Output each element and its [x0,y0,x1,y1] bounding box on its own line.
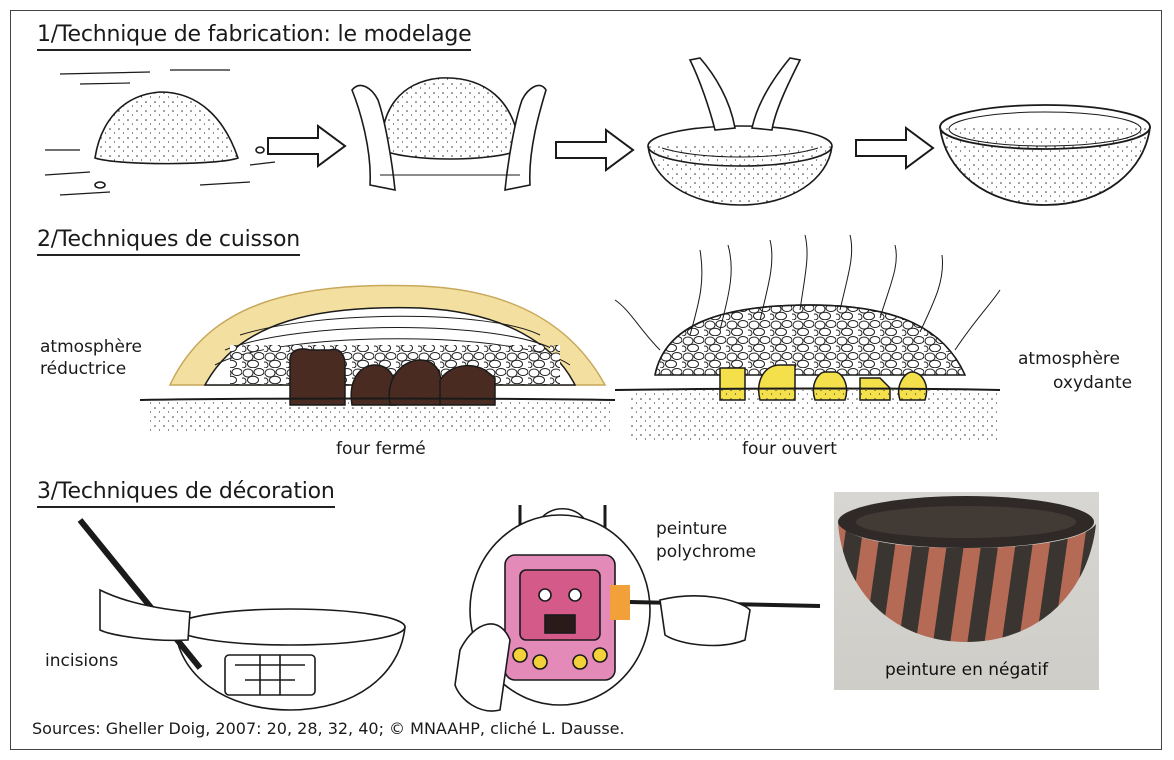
finished-bowl [940,105,1150,205]
arrow-1 [268,126,345,166]
hands-shaping-clay [352,78,546,190]
closed-kiln [140,285,615,432]
reducing-atmosphere-label-2: réductrice [40,358,126,380]
closed-kiln-caption: four fermé [336,438,426,460]
arrow-3 [856,128,933,168]
arrow-2 [556,130,633,170]
sources-footer: Sources: Gheller Doig, 2007: 20, 28, 32,… [32,719,625,738]
oxidizing-atmosphere-label: atmosphère [1018,348,1120,370]
incised-bowl [80,520,405,710]
clay-lump-on-ground [45,70,275,195]
open-kiln [615,235,1000,440]
painted-vessel-with-hand [455,505,820,711]
polychrome-paint-label-2: polychrome [656,541,756,563]
hands-thinning-bowl [648,58,832,205]
reducing-atmosphere-label: atmosphère [40,336,142,358]
negative-painted-bowl-photo: peinture en négatif [834,492,1099,690]
open-kiln-caption: four ouvert [742,438,837,460]
photo-caption: peinture en négatif [834,660,1099,680]
incisions-label: incisions [45,650,118,672]
polychrome-paint-label: peinture [656,518,727,540]
oxidizing-atmosphere-label-2: oxydante [1053,372,1132,394]
